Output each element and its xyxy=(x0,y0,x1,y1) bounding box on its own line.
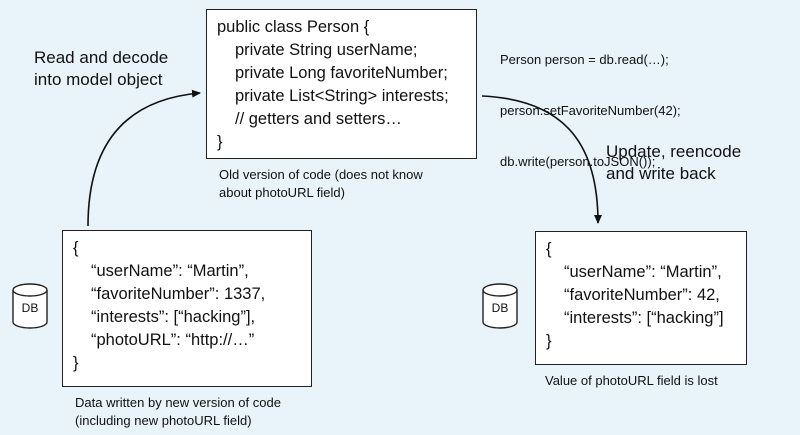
lost-field-caption: Value of photoURL field is lost xyxy=(545,372,718,390)
code-line: private String userName; xyxy=(235,41,418,59)
update-label-line: and write back xyxy=(606,164,716,183)
db-cylinder-right: DB xyxy=(481,282,519,330)
code-snippet: Person person = db.read(…); person.setFa… xyxy=(500,17,681,204)
caption-line: about photoURL field) xyxy=(219,185,345,200)
new-data-record-box: { “userName”: “Martin”, “favoriteNumber”… xyxy=(62,230,312,387)
code-line: private Long favoriteNumber; xyxy=(235,64,448,82)
updated-record-box: { “userName”: “Martin”, “favoriteNumber”… xyxy=(535,231,747,365)
snippet-line: person.setFavoriteNumber(42); xyxy=(500,103,681,118)
write-arrow xyxy=(481,95,602,224)
snippet-line: Person person = db.read(…); xyxy=(500,52,669,67)
code-line: private List<String> interests; xyxy=(235,87,449,105)
record-line: “interests”: [“hacking”], xyxy=(91,308,256,326)
read-arrow xyxy=(87,89,201,227)
record-line: “photoURL”: “http://…” xyxy=(91,331,255,349)
code-line: // getters and setters… xyxy=(235,110,402,128)
code-line: } xyxy=(217,133,223,151)
snippet-line: db.write(person.toJSON()); xyxy=(500,154,656,169)
read-label-line: Read and decode xyxy=(34,48,169,67)
database-icon xyxy=(12,283,48,329)
record-line: “favoriteNumber”: 1337, xyxy=(91,285,266,303)
read-label-line: into model object xyxy=(34,70,163,89)
caption-line: Value of photoURL field is lost xyxy=(545,373,718,388)
db-label: DB xyxy=(491,301,509,315)
caption-line: Data written by new version of code xyxy=(75,395,281,410)
update-label-line: Update, reencode xyxy=(606,142,742,161)
old-code-caption: Old version of code (does not know about… xyxy=(219,166,423,202)
record-line: “userName”: “Martin”, xyxy=(91,262,249,280)
read-decode-label: Read and decode into model object xyxy=(34,47,168,91)
database-icon xyxy=(482,283,518,329)
record-line: } xyxy=(546,332,552,350)
db-label: DB xyxy=(21,301,39,315)
record-line: “userName”: “Martin”, xyxy=(564,263,722,281)
record-line: “favoriteNumber”: 42, xyxy=(564,286,720,304)
record-line: “interests”: [“hacking”] xyxy=(564,309,724,327)
db-cylinder-left: DB xyxy=(11,282,49,330)
new-data-caption: Data written by new version of code (inc… xyxy=(75,394,281,430)
caption-line: Old version of code (does not know xyxy=(219,167,423,182)
update-write-label: Update, reencode and write back xyxy=(606,141,741,185)
record-line: } xyxy=(73,354,79,372)
record-line: { xyxy=(73,239,79,257)
old-code-box: public class Person { private String use… xyxy=(206,9,477,159)
caption-line: (including new photoURL field) xyxy=(75,413,252,428)
record-line: { xyxy=(546,240,552,258)
code-line: public class Person { xyxy=(217,18,370,36)
